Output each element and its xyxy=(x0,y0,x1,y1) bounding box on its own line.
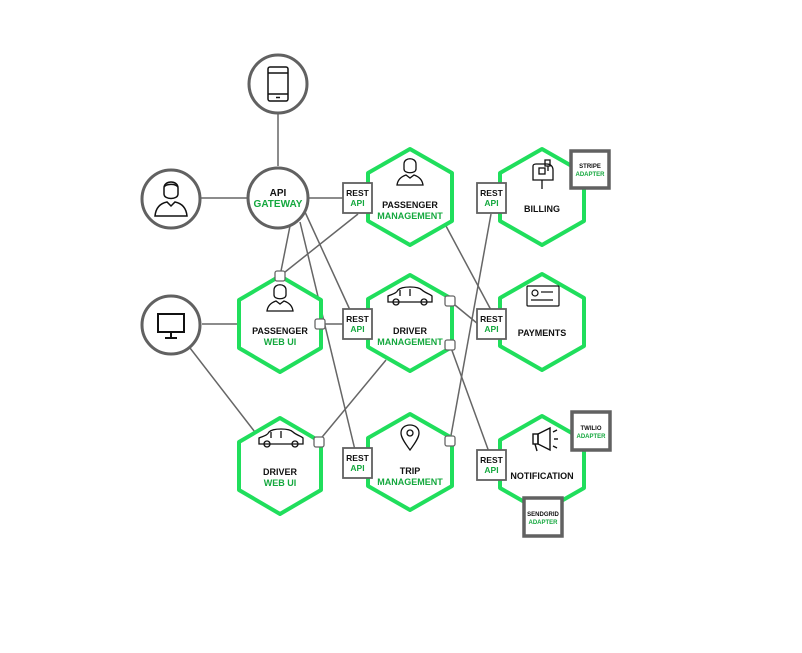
adapter-title: STRIPE xyxy=(579,164,601,170)
service-subtitle: WEB UI xyxy=(264,337,297,347)
port-trip-mgmt-right xyxy=(444,435,456,447)
adapter-subtitle: ADAPTER xyxy=(576,434,606,440)
service-title: TRIP xyxy=(400,466,421,476)
port-driver-mgmt-upper xyxy=(444,295,456,307)
rest-api-billing: REST API xyxy=(476,182,507,214)
service-subtitle: MANAGEMENT xyxy=(377,477,443,487)
adapter-twilio: TWILIO ADAPTER xyxy=(570,410,612,452)
api-label: API xyxy=(484,198,498,208)
service-title: BILLING xyxy=(524,204,560,214)
client-mobile xyxy=(247,53,309,115)
location-pin-icon xyxy=(400,424,420,452)
service-passenger-management: PASSENGER MANAGEMENT xyxy=(366,147,454,247)
rest-label: REST xyxy=(346,314,369,324)
rest-label: REST xyxy=(480,314,503,324)
adapter-title: SENDGRID xyxy=(527,512,559,518)
line-gateway-rest-driver xyxy=(304,211,351,311)
person-icon xyxy=(266,284,294,312)
service-title: DRIVER xyxy=(393,326,428,336)
person-icon xyxy=(396,158,424,186)
line-driver-webui-driver-mgmt xyxy=(317,359,387,443)
service-title: PAYMENTS xyxy=(518,328,567,338)
adapter-sendgrid: SENDGRID ADAPTER xyxy=(522,496,564,538)
service-payments: PAYMENTS xyxy=(498,272,586,372)
service-title: NOTIFICATION xyxy=(510,471,573,481)
monitor-icon xyxy=(157,313,185,339)
mobile-phone-icon xyxy=(267,66,289,102)
rest-api-payments: REST API xyxy=(476,308,507,340)
api-label: API xyxy=(484,324,498,334)
service-title: PASSENGER xyxy=(252,326,308,336)
megaphone-icon xyxy=(532,426,558,452)
line-gateway-rest-trip xyxy=(299,221,356,451)
mailbox-icon xyxy=(532,159,554,189)
connector-ports xyxy=(274,270,456,448)
line-driver-mgmt-rest-notification xyxy=(449,344,490,453)
port-passenger-webui-right xyxy=(314,318,326,330)
rest-api-passenger-management: REST API xyxy=(342,182,373,214)
gateway-title: API xyxy=(270,188,287,199)
port-driver-webui-right xyxy=(313,436,325,448)
service-subtitle: WEB UI xyxy=(264,478,297,488)
person-icon xyxy=(154,181,188,217)
rest-api-trip-management: REST API xyxy=(342,447,373,479)
car-icon xyxy=(387,286,433,306)
api-label: API xyxy=(350,463,364,473)
rest-api-notification: REST API xyxy=(476,449,507,481)
api-gateway: API GATEWAY xyxy=(246,166,310,230)
api-label: API xyxy=(484,465,498,475)
port-driver-mgmt-lower xyxy=(444,339,456,351)
client-user xyxy=(140,168,202,230)
rest-label: REST xyxy=(480,455,503,465)
port-passenger-webui-top xyxy=(274,270,286,282)
line-gateway-passenger-webui xyxy=(279,225,291,277)
rest-label: REST xyxy=(346,453,369,463)
gateway-subtitle: GATEWAY xyxy=(254,199,303,210)
service-title: DRIVER xyxy=(263,467,298,477)
line-passenger-mgmt-rest-payments xyxy=(445,225,492,311)
api-label: API xyxy=(350,324,364,334)
service-driver-management: DRIVER MANAGEMENT xyxy=(366,273,454,373)
service-passenger-web-ui: PASSENGER WEB UI xyxy=(237,274,323,374)
adapter-subtitle: ADAPTER xyxy=(575,172,605,178)
rest-api-driver-management: REST API xyxy=(342,308,373,340)
api-label: API xyxy=(350,198,364,208)
service-title: PASSENGER xyxy=(382,200,438,210)
connection-lines xyxy=(189,112,492,453)
adapter-stripe: STRIPE ADAPTER xyxy=(569,149,611,190)
rest-label: REST xyxy=(480,188,503,198)
adapter-title: TWILIO xyxy=(581,426,602,432)
service-subtitle: MANAGEMENT xyxy=(377,337,443,347)
rest-label: REST xyxy=(346,188,369,198)
service-driver-web-ui: DRIVER WEB UI xyxy=(237,416,323,516)
adapter-subtitle: ADAPTER xyxy=(528,520,558,526)
credit-card-icon xyxy=(526,285,560,307)
line-desktop-driver-webui xyxy=(189,347,259,437)
car-icon xyxy=(258,428,304,448)
service-trip-management: TRIP MANAGEMENT xyxy=(366,412,454,512)
line-trip-mgmt-rest-billing xyxy=(449,213,492,442)
line-rest-passenger-webui xyxy=(279,213,359,277)
service-subtitle: MANAGEMENT xyxy=(377,211,443,221)
client-desktop xyxy=(140,294,202,356)
